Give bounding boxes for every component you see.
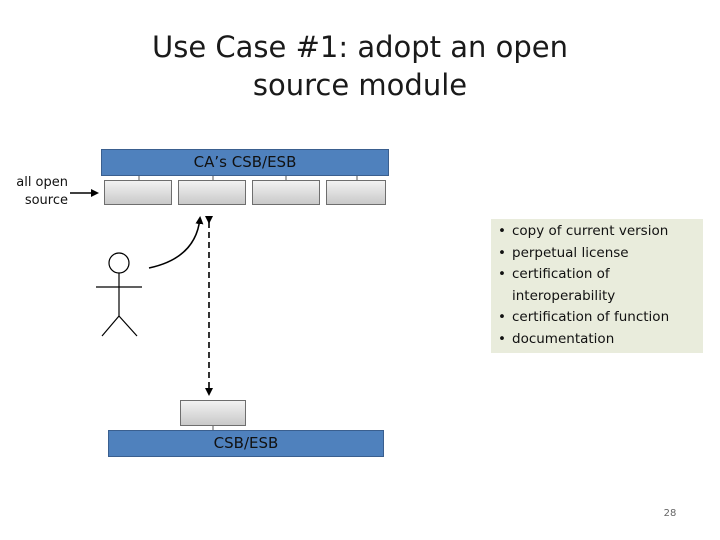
info-box: copy of current version perpetual licens… [491,219,703,353]
side-label: all open source [16,175,68,208]
ca-module [252,180,320,205]
info-list: copy of current version perpetual licens… [495,221,703,350]
title-line-1: Use Case #1: adopt an open [152,30,568,64]
local-bus-bar: CSB/ESB [108,430,384,457]
info-item: perpetual license [495,243,700,265]
ca-module [326,180,386,205]
title-line-2: source module [252,68,468,102]
page-number: 28 [663,508,677,519]
ca-bus-bar: CA’s CSB/ESB [101,149,389,176]
local-module [180,400,246,426]
slide-title: Use Case #1: adopt an open source module [0,28,720,104]
info-item: certification of function [495,307,700,329]
ca-bus-label: CA’s CSB/ESB [193,153,297,171]
ca-module [104,180,172,205]
local-bus-label: CSB/ESB [213,434,279,452]
info-item: documentation [495,329,700,351]
info-item: certification of interoperability [495,264,700,307]
ca-module [178,180,246,205]
info-item: copy of current version [495,221,700,243]
curved-arrow [148,216,204,269]
person-icon [96,252,142,337]
